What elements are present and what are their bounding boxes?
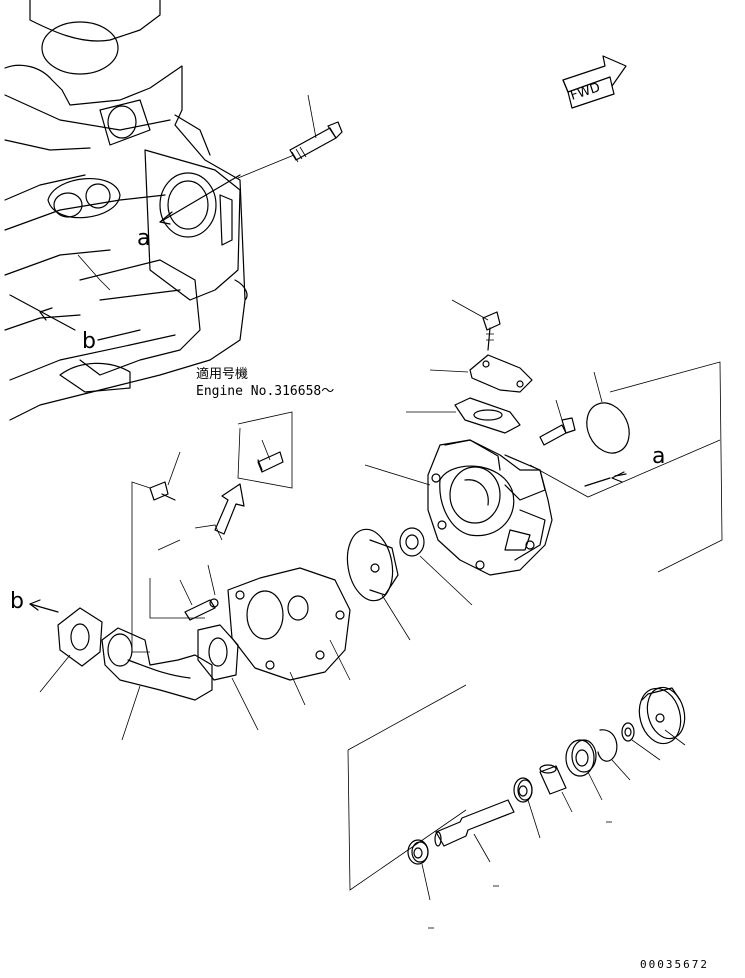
long-bolt [237, 94, 343, 179]
pump-gasket [227, 567, 351, 706]
bearing-small [513, 777, 541, 839]
applicability-note-title: 適用号機 [196, 366, 248, 382]
washer [621, 722, 661, 761]
housing-bolt [539, 399, 576, 446]
document-number: 00035672 [640, 958, 709, 971]
water-pump-housing [364, 439, 553, 576]
o-ring [586, 371, 630, 454]
cover-plate [429, 354, 533, 393]
callout-b-left: b [10, 589, 59, 614]
pump-shaft [434, 799, 515, 863]
pipe-elbow [101, 627, 213, 741]
elbow-gasket [197, 624, 259, 731]
callout-a-right: a [529, 361, 723, 573]
shaft-group-frame [347, 684, 467, 891]
bolt-bracket-group [131, 451, 223, 653]
cover-gasket [406, 397, 521, 434]
impeller [346, 528, 411, 641]
water-seal [399, 527, 473, 606]
callout-letter-b-left: b [10, 589, 24, 614]
callout-letter-a-upper: a [137, 226, 150, 251]
callout-letter-a-right: a [652, 444, 665, 469]
applicability-note-engine-no: Engine No.316658～ [196, 384, 334, 399]
applicability-bracket [214, 411, 293, 535]
bearing-large [565, 739, 603, 801]
cover-bolt [451, 299, 501, 351]
fwd-direction-arrow: FWD [562, 55, 627, 109]
callout-a-upper: a [137, 174, 241, 251]
engine-block [4, 0, 248, 421]
callout-b-upper: b [9, 254, 111, 354]
callout-letter-b-upper: b [82, 329, 96, 354]
snap-ring [597, 729, 631, 781]
spacer [539, 764, 573, 813]
drive-gear [638, 686, 686, 746]
flange-gasket [39, 607, 103, 693]
oil-seal [407, 839, 431, 901]
